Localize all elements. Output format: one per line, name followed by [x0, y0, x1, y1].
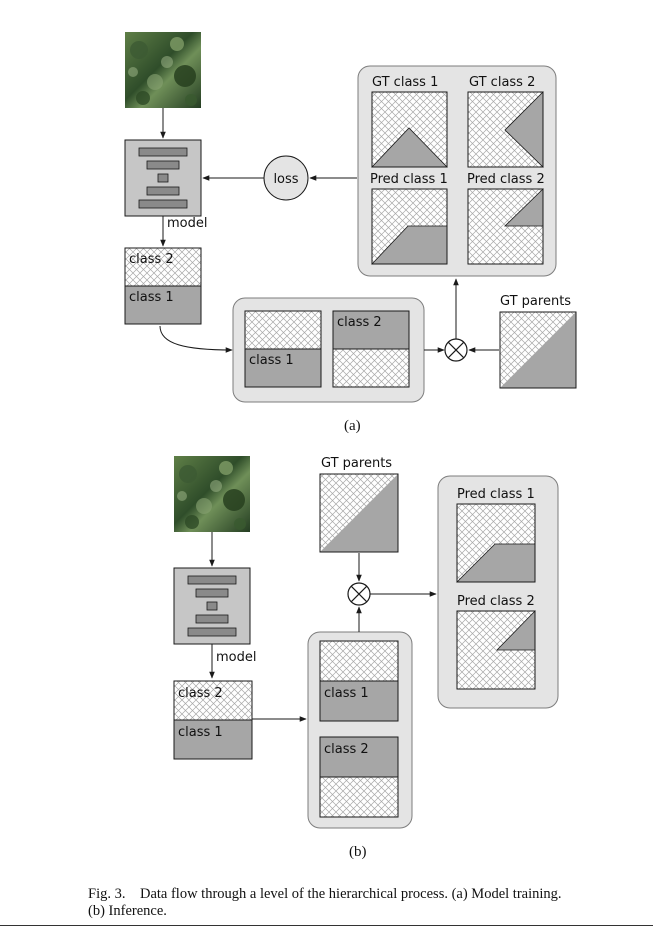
part-b: model class 2 class 1 class 1 class 2 GT…	[173, 456, 559, 860]
sublabel-a: (a)	[344, 418, 361, 434]
bottom-rule	[0, 925, 653, 926]
multiply-circle-icon-a	[444, 338, 468, 362]
model-output-a: class 2 class 1	[124, 247, 202, 325]
multiply-circle-icon-b	[347, 582, 371, 606]
loss-label: loss	[273, 172, 298, 187]
arrow-output-to-split-a	[159, 325, 233, 353]
pred-class2-label-a: Pred class 2	[467, 172, 545, 187]
gt-class1-map-a	[371, 91, 448, 168]
output-class1-label-a: class 1	[129, 290, 174, 305]
caption-line-1: Fig. 3. Data flow through a level of the…	[88, 886, 562, 902]
model-label-a: model	[167, 216, 207, 231]
model-network-icon-b	[173, 567, 251, 645]
gt-parents-label-b: GT parents	[321, 456, 392, 471]
sublabel-b: (b)	[349, 844, 367, 860]
model-network-icon-a	[124, 139, 202, 217]
gt-parents-label-a: GT parents	[500, 294, 571, 309]
figure-diagram: model class 2 class 1 class 1 class 2 GT…	[124, 32, 577, 860]
pred-class1-map-b	[456, 503, 536, 583]
pred-class2-label-b: Pred class 2	[457, 594, 535, 609]
gt-class2-map-a	[467, 91, 544, 168]
pred-class2-map-b	[456, 610, 536, 690]
model-label-b: model	[216, 650, 256, 665]
gt-class1-label-a: GT class 1	[372, 75, 438, 90]
gt-parents-map-a	[499, 311, 577, 389]
pred-class1-label-b: Pred class 1	[457, 487, 535, 502]
gt-class2-label-a: GT class 2	[469, 75, 535, 90]
output-class2-label-b: class 2	[178, 686, 223, 701]
model-output-b: class 2 class 1	[173, 680, 253, 760]
output-class1-label-b: class 1	[178, 725, 223, 740]
split-class1-b: class 1	[319, 640, 399, 722]
caption-line-2: (b) Inference.	[88, 903, 167, 919]
split-class2-label-b: class 2	[324, 742, 369, 757]
output-class2-label-a: class 2	[129, 252, 174, 267]
pred-class1-map-a	[371, 188, 448, 265]
figure-caption: Fig. 3. Data flow through a level of the…	[88, 886, 648, 920]
pred-class1-label-a: Pred class 1	[370, 172, 448, 187]
gt-parents-map-b	[319, 473, 399, 553]
input-aerial-image-a	[125, 32, 201, 108]
split-class1-label-a: class 1	[249, 353, 294, 368]
split-class2-a: class 2	[332, 310, 410, 388]
pred-class2-map-a	[467, 188, 544, 265]
split-class1-a: class 1	[244, 310, 322, 388]
input-aerial-image-b	[174, 456, 250, 532]
split-class1-label-b: class 1	[324, 686, 369, 701]
split-class2-label-a: class 2	[337, 315, 382, 330]
split-class2-b: class 2	[319, 736, 399, 818]
part-a: model class 2 class 1 class 1 class 2 GT…	[124, 32, 577, 434]
